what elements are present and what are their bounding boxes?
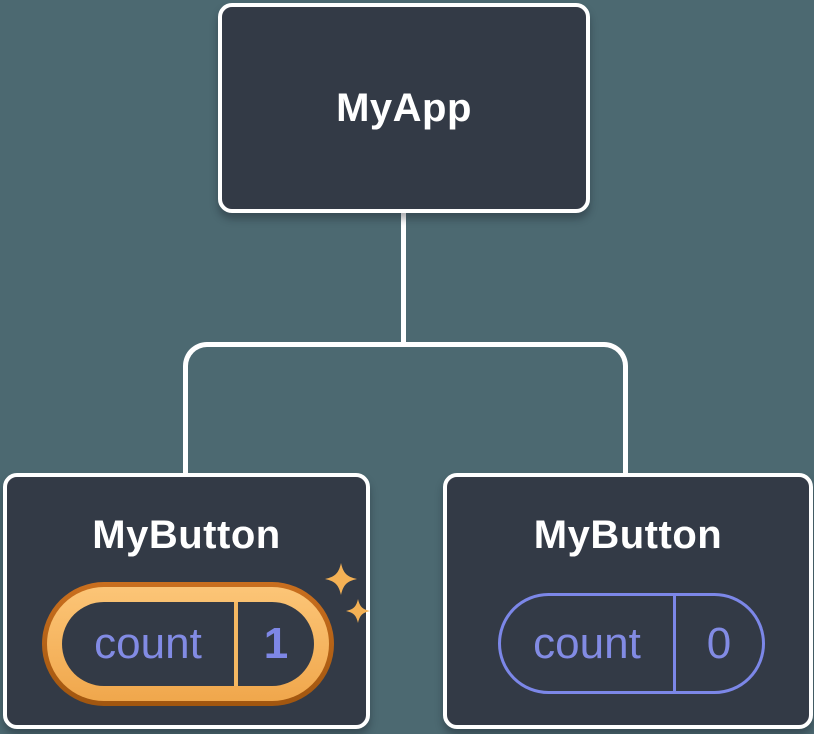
state-value: 0 (706, 618, 732, 668)
state-badge: count 0 (498, 593, 765, 694)
tree-connector-branch (183, 342, 628, 473)
root-node-label: MyApp (336, 85, 472, 130)
state-name: count (94, 619, 202, 668)
state-badge-highlighted: count 1 (42, 582, 334, 706)
child-node-label: MyButton (533, 513, 723, 557)
state-name: count (533, 618, 641, 668)
highlight-ring: count 1 (47, 587, 329, 701)
tree-connector-stem (401, 208, 406, 346)
child-node-label: MyButton (92, 513, 281, 557)
tree-node-child-2: MyButton count 0 (443, 473, 813, 729)
tree-node-child-1: MyButton count 1 (3, 473, 370, 729)
state-value: 1 (263, 619, 289, 668)
sparkles-icon (325, 563, 370, 623)
tree-node-root: MyApp (218, 3, 590, 213)
